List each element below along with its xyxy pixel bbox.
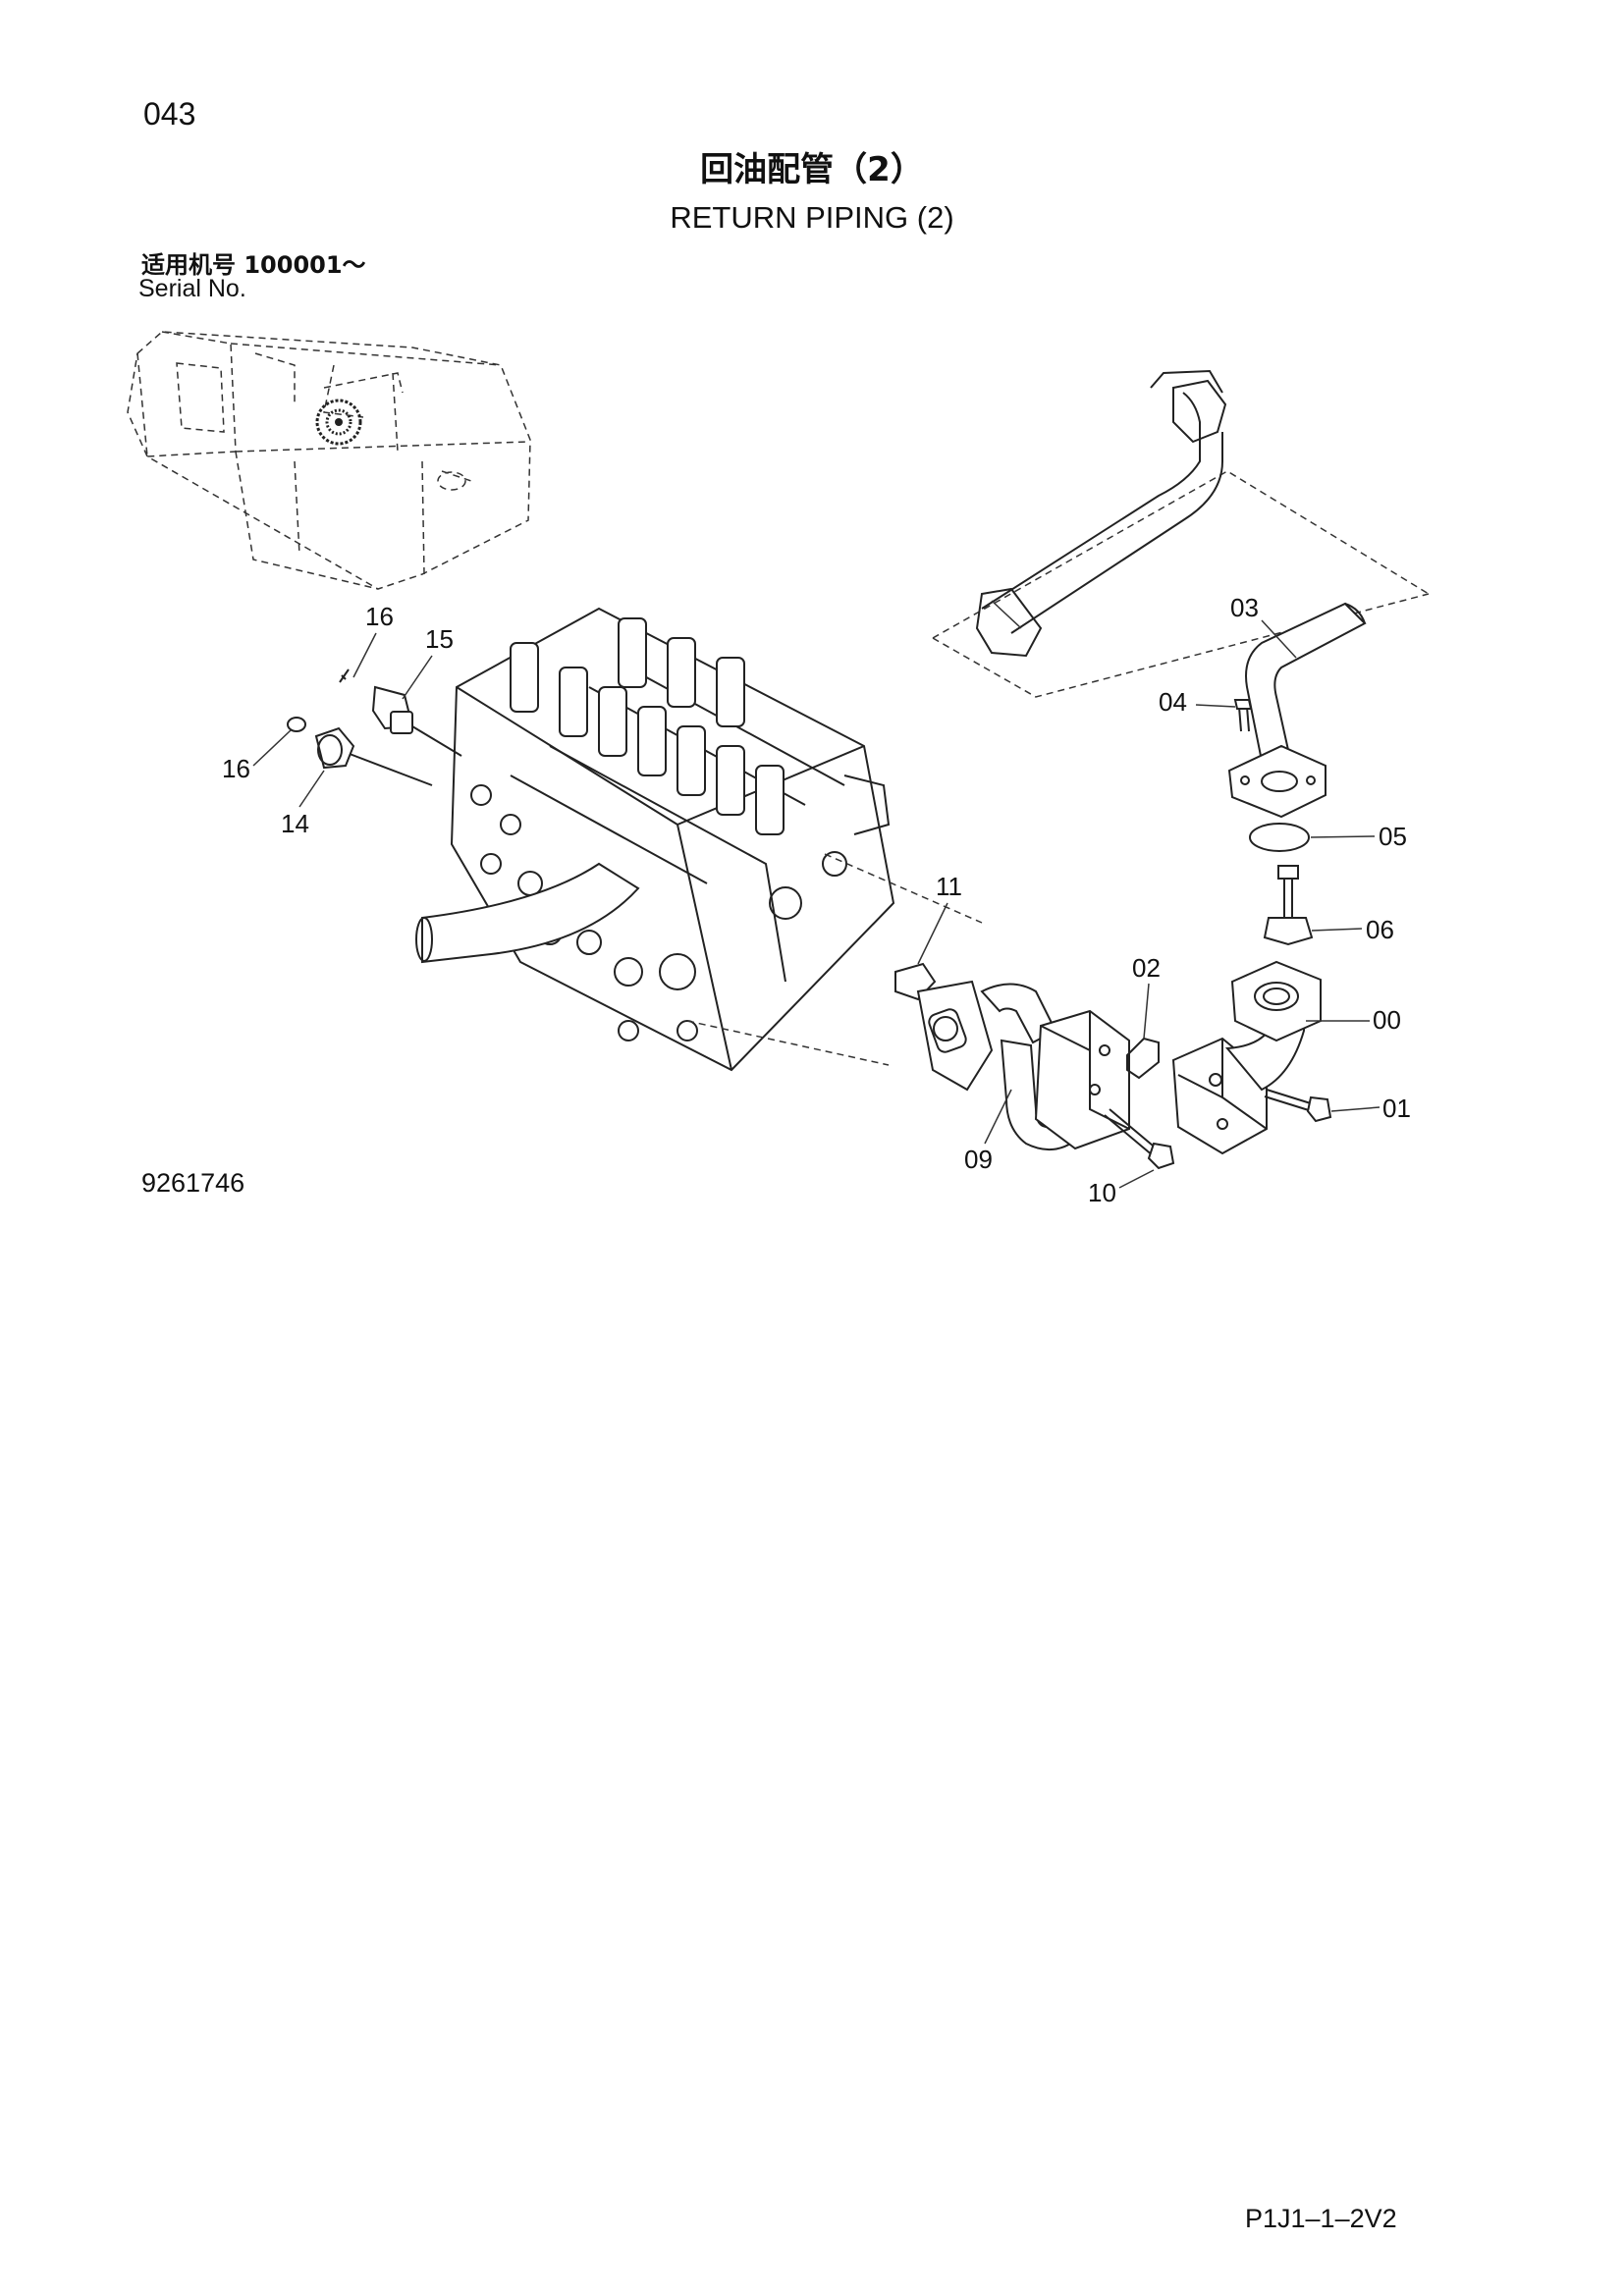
part-number-label: 16 xyxy=(365,602,394,631)
part-label-09: 09 xyxy=(964,1089,1012,1174)
drawing-number: 9261746 xyxy=(141,1168,245,1198)
part-label-06: 06 xyxy=(1311,915,1394,944)
existing-return-pipe-context xyxy=(932,369,1430,698)
page-title-english: RETURN PIPING (2) xyxy=(670,200,954,235)
control-valve-assembly xyxy=(415,607,895,1072)
connection-guide-line xyxy=(824,853,983,924)
part-label-15: 15 xyxy=(402,624,454,700)
part-number-label: 02 xyxy=(1132,953,1161,983)
part-number-label: 06 xyxy=(1366,915,1394,944)
adapter-14 xyxy=(314,726,433,786)
page-number: 043 xyxy=(143,96,196,132)
control-valve-location-highlight xyxy=(315,399,362,446)
part-number-label: 05 xyxy=(1379,822,1407,851)
o-ring-16-lower xyxy=(287,717,306,732)
bolt-01 xyxy=(1264,1089,1332,1123)
bolt-10 xyxy=(1104,1108,1175,1170)
page-code: P1J1–1–2V2 xyxy=(1245,2204,1397,2233)
part-label-04: 04 xyxy=(1159,687,1236,717)
excavator-overview-illustration xyxy=(127,331,531,590)
part-number-label: 09 xyxy=(964,1145,993,1174)
part-label-01: 01 xyxy=(1330,1094,1411,1123)
part-label-10: 10 xyxy=(1088,1169,1155,1207)
bolt-04 xyxy=(1233,699,1253,732)
part-label-02: 02 xyxy=(1132,953,1161,1040)
part-label-00: 00 xyxy=(1306,1005,1401,1035)
pipe-09 xyxy=(916,980,1130,1151)
elbow-pipe-03 xyxy=(1227,602,1367,819)
part-label-11: 11 xyxy=(917,872,962,965)
page-title-chinese: 回油配管（2） xyxy=(700,150,924,189)
part-label-03: 03 xyxy=(1230,593,1297,659)
part-number-label: 15 xyxy=(425,624,454,654)
elbow-block-00 xyxy=(1171,960,1322,1155)
sensor-15 xyxy=(371,685,462,757)
plug-06 xyxy=(1263,865,1314,946)
part-number-label: 00 xyxy=(1373,1005,1401,1035)
part-number-label: 04 xyxy=(1159,687,1187,717)
part-number-label: 11 xyxy=(936,872,962,901)
part-label-16-upper: 16 xyxy=(352,602,394,678)
part-label-14: 14 xyxy=(281,770,325,838)
o-ring-05 xyxy=(1249,823,1310,852)
part-label-05: 05 xyxy=(1310,822,1407,851)
connection-guide-line-lower xyxy=(686,1020,890,1066)
part-number-label: 01 xyxy=(1382,1094,1411,1123)
part-number-label: 03 xyxy=(1230,593,1259,622)
part-label-16-lower: 16 xyxy=(222,729,292,783)
serial-number-chinese: 适用机号 100001～ xyxy=(141,251,366,279)
part-number-label: 10 xyxy=(1088,1178,1116,1207)
part-number-label: 14 xyxy=(281,809,309,838)
serial-number-english: Serial No. xyxy=(138,275,246,302)
o-ring-02 xyxy=(1126,1037,1160,1080)
o-ring-16-upper xyxy=(339,668,350,683)
part-number-label: 16 xyxy=(222,754,250,783)
